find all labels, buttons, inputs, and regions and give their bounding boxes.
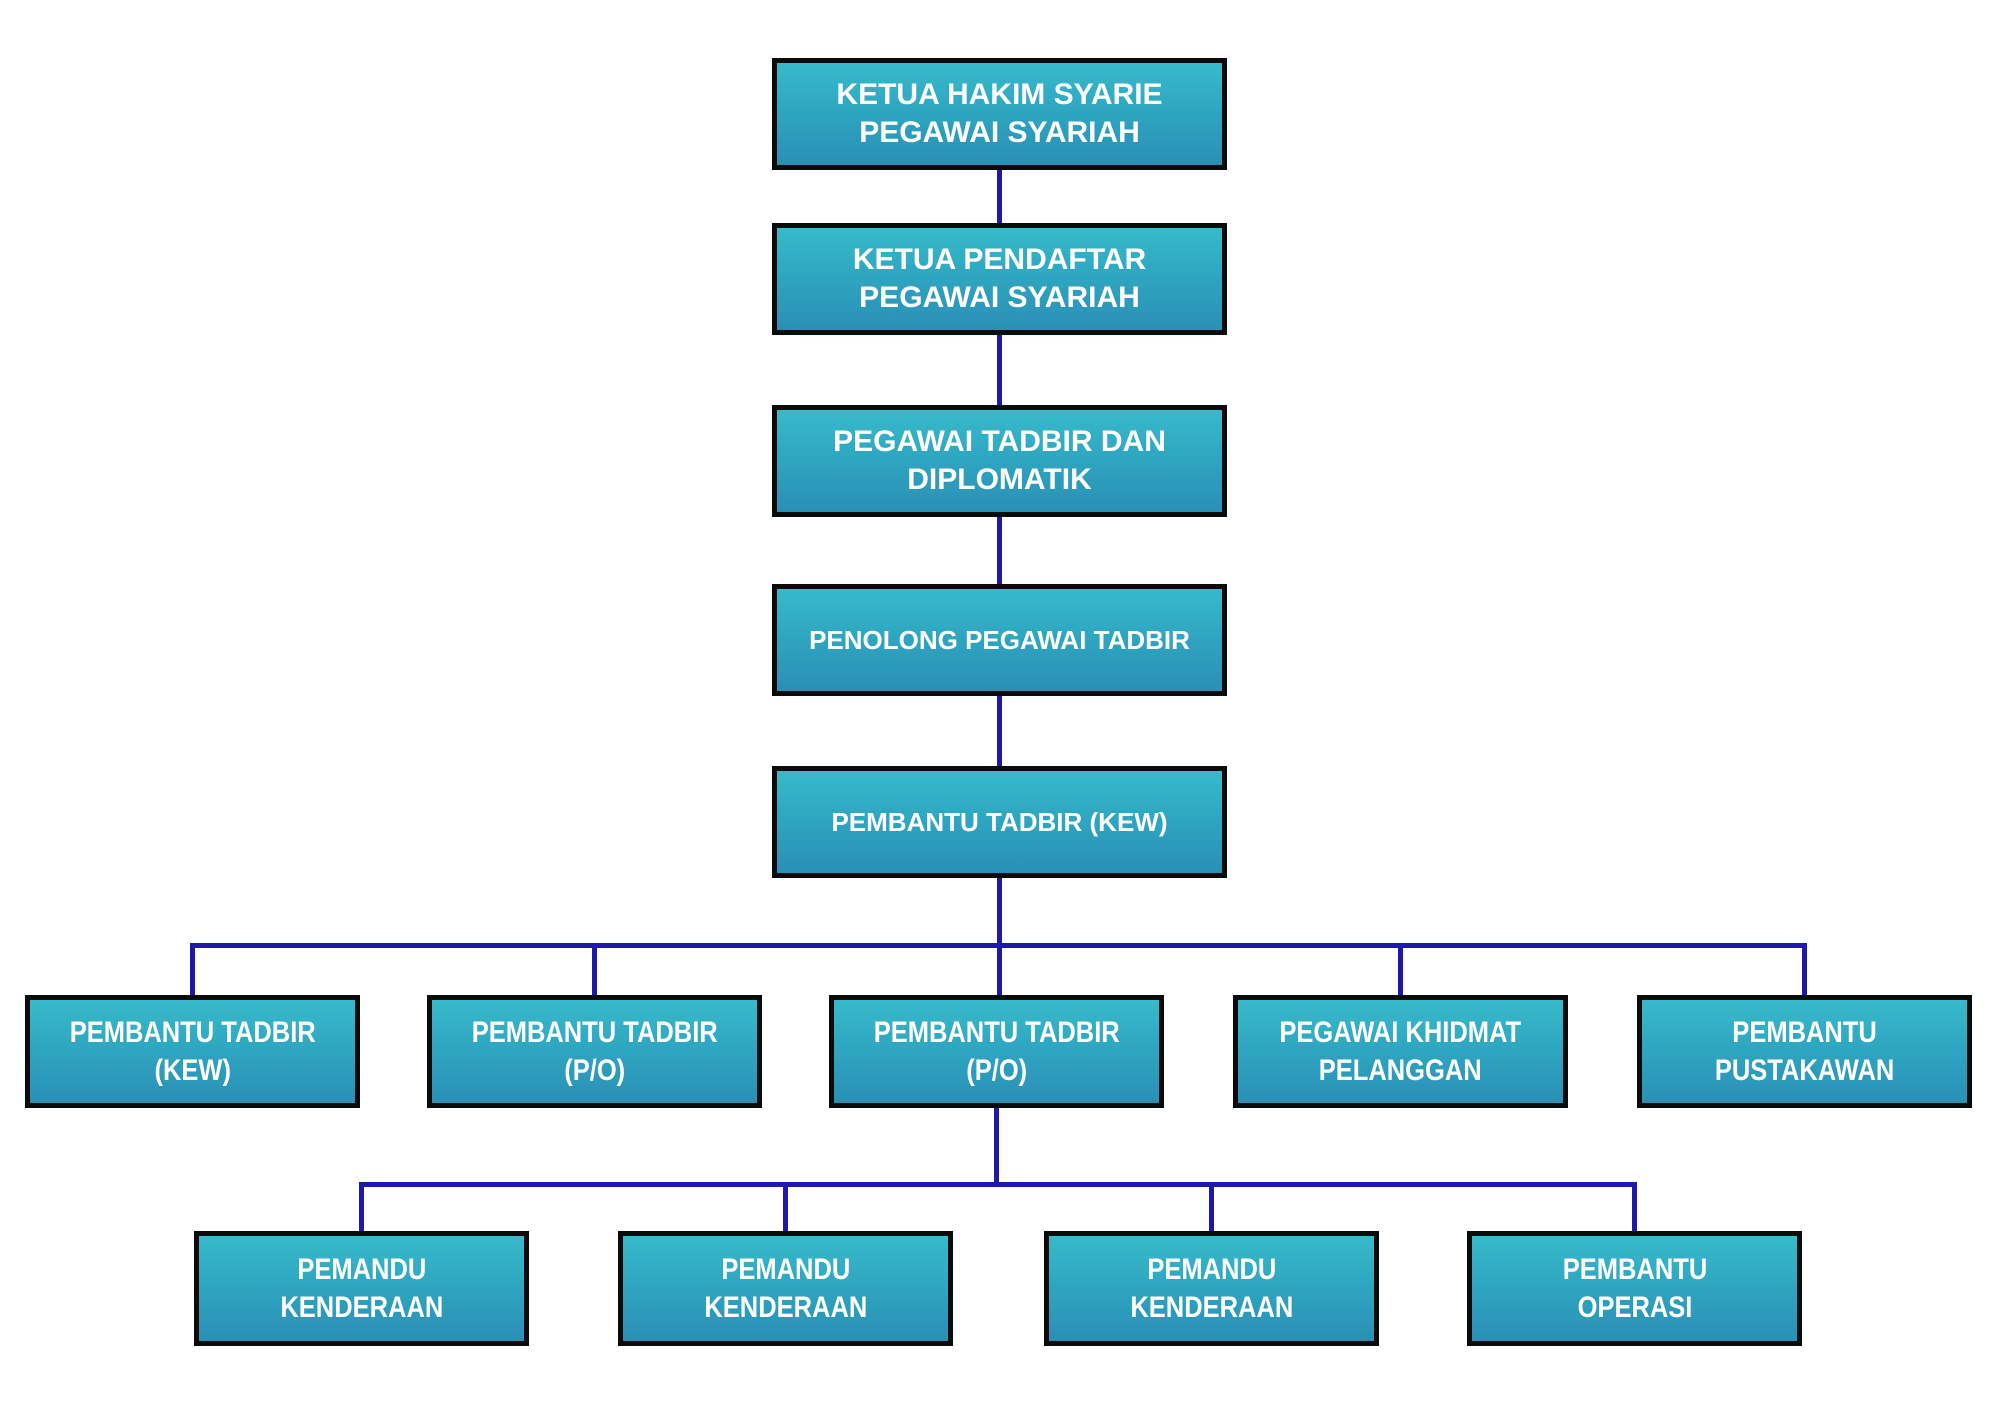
node-label: KETUA PENDAFTAR PEGAWAI SYARIAH [852, 243, 1147, 314]
org-node-pembantu-tadbir-kew-chain: PEMBANTU TADBIR (KEW) [772, 766, 1227, 878]
node-label: KETUA HAKIM SYARIE PEGAWAI SYARIAH [836, 78, 1163, 149]
connector-stub-m1 [190, 948, 195, 995]
connector-n4-n5 [997, 696, 1002, 766]
connector-stub-b4 [1632, 1187, 1637, 1231]
connector-stub-m5 [1802, 948, 1807, 995]
org-node-pembantu-tadbir-po-2: PEMBANTU TADBIR (P/O) [829, 995, 1164, 1108]
node-label: PEMANDU KENDERAAN [1130, 1252, 1293, 1324]
connector-n5-row2 [997, 878, 1002, 995]
connector-row3-rail [359, 1182, 1637, 1187]
connector-n2-n3 [997, 335, 1002, 405]
connector-stub-m2 [592, 948, 597, 995]
org-node-pemandu-kenderaan-1: PEMANDU KENDERAAN [194, 1231, 529, 1346]
node-label: PEGAWAI KHIDMAT PELANGGAN [1279, 1015, 1522, 1087]
org-node-penolong-pegawai-tadbir: PENOLONG PEGAWAI TADBIR [772, 584, 1227, 696]
org-node-ketua-pendaftar: KETUA PENDAFTAR PEGAWAI SYARIAH [772, 223, 1227, 335]
node-label: PEMBANTU TADBIR (KEW) [69, 1015, 316, 1087]
connector-n1-n2 [997, 170, 1002, 223]
org-node-pembantu-tadbir-po-1: PEMBANTU TADBIR (P/O) [427, 995, 762, 1108]
node-label: PEMBANTU TADBIR (P/O) [471, 1015, 718, 1087]
org-node-pembantu-tadbir-kew: PEMBANTU TADBIR (KEW) [25, 995, 360, 1108]
connector-n3-n4 [997, 517, 1002, 584]
org-node-ketua-hakim-syarie: KETUA HAKIM SYARIE PEGAWAI SYARIAH [772, 58, 1227, 170]
node-label: PEMANDU KENDERAAN [704, 1252, 867, 1324]
node-label: PEMBANTU PUSTAKAWAN [1714, 1015, 1895, 1087]
node-label: PEMBANTU TADBIR (KEW) [831, 807, 1168, 837]
org-node-pembantu-pustakawan: PEMBANTU PUSTAKAWAN [1637, 995, 1972, 1108]
node-label: PEMBANTU TADBIR (P/O) [873, 1015, 1120, 1087]
connector-stub-b3 [1209, 1187, 1214, 1231]
org-node-pembantu-operasi: PEMBANTU OPERASI [1467, 1231, 1802, 1346]
connector-stub-b2 [783, 1187, 788, 1231]
org-node-pegawai-tadbir-diplomatik: PEGAWAI TADBIR DAN DIPLOMATIK [772, 405, 1227, 517]
connector-stub-m4 [1398, 948, 1403, 995]
connector-m3-row3 [994, 1108, 999, 1187]
node-label: PEMANDU KENDERAAN [280, 1252, 443, 1324]
node-label: PEGAWAI TADBIR DAN DIPLOMATIK [833, 425, 1166, 496]
org-node-pegawai-khidmat-pelanggan: PEGAWAI KHIDMAT PELANGGAN [1233, 995, 1568, 1108]
org-node-pemandu-kenderaan-2: PEMANDU KENDERAAN [618, 1231, 953, 1346]
node-label: PENOLONG PEGAWAI TADBIR [809, 625, 1190, 655]
connector-stub-b1 [359, 1187, 364, 1231]
node-label: PEMBANTU OPERASI [1562, 1252, 1707, 1324]
org-node-pemandu-kenderaan-3: PEMANDU KENDERAAN [1044, 1231, 1379, 1346]
connector-row2-rail [190, 943, 1807, 948]
